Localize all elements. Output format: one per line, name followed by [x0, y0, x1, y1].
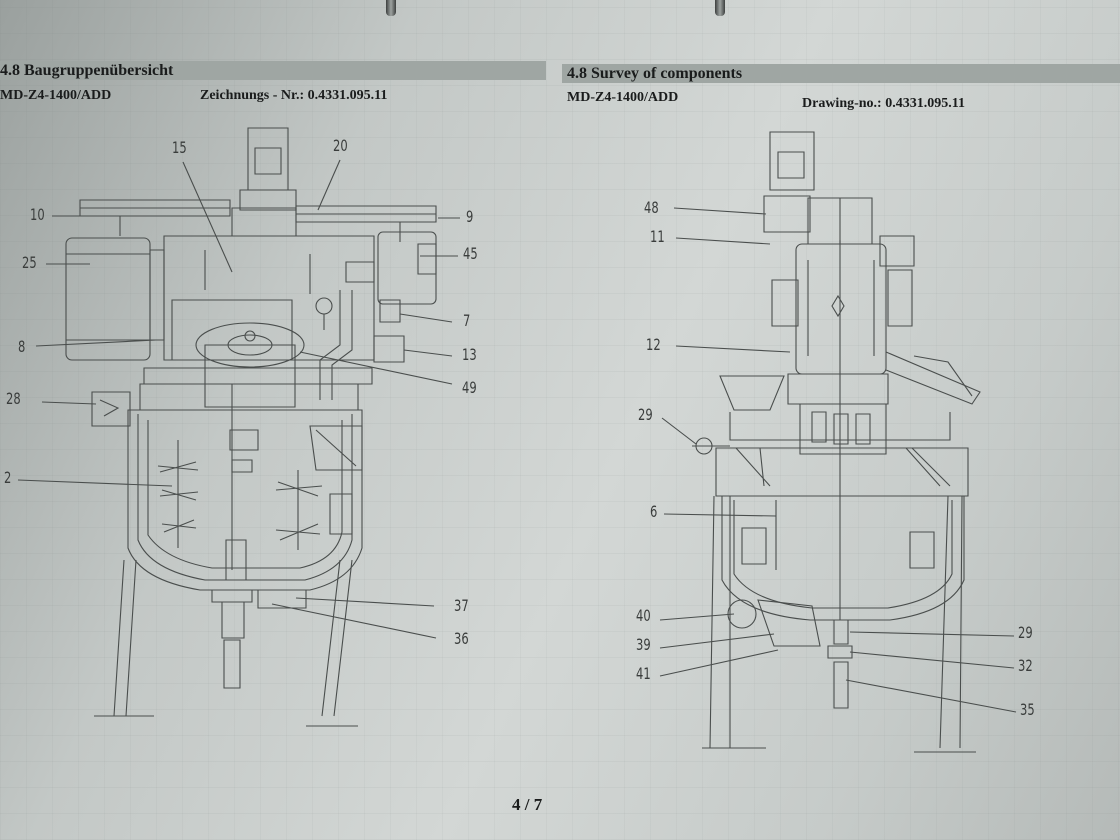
callout-25: 25	[22, 253, 37, 272]
callout-35: 35	[1020, 700, 1035, 719]
left-model: MD-Z4-1400/ADD	[0, 88, 112, 103]
callout-29-upper: 29	[638, 405, 653, 424]
callout-11: 11	[650, 227, 665, 246]
front-view-drawing	[18, 128, 460, 726]
binder-ring-right	[715, 0, 725, 16]
callout-28: 28	[6, 389, 21, 408]
right-header-bar	[562, 64, 1120, 83]
callout-13: 13	[462, 345, 477, 364]
callout-8: 8	[18, 337, 26, 356]
callout-41: 41	[636, 664, 651, 683]
callout-7: 7	[463, 311, 471, 330]
callout-37: 37	[454, 596, 469, 615]
callout-20: 20	[333, 136, 348, 155]
left-drawing-no: Zeichnungs - Nr.: 0.4331.095.11	[200, 88, 388, 103]
callout-2: 2	[4, 468, 12, 487]
callout-12: 12	[646, 335, 661, 354]
callout-9: 9	[466, 207, 474, 226]
callout-39: 39	[636, 635, 651, 654]
side-view-drawing	[660, 132, 1016, 752]
callout-29-lower: 29	[1018, 623, 1033, 642]
left-header-bar	[0, 61, 546, 80]
right-drawing-no: Drawing-no.: 0.4331.095.11	[802, 96, 965, 111]
callout-10: 10	[30, 205, 45, 224]
callout-48: 48	[644, 198, 659, 217]
callout-36: 36	[454, 629, 469, 648]
right-section-title: 4.8 Survey of components	[567, 65, 743, 82]
left-section-title: 4.8 Baugruppenübersicht	[0, 62, 174, 79]
callout-49: 49	[462, 378, 477, 397]
page-number: 4 / 7	[512, 795, 543, 814]
callout-45: 45	[463, 244, 478, 263]
binder-ring-left	[386, 0, 396, 16]
callout-32: 32	[1018, 656, 1033, 675]
callout-40: 40	[636, 606, 651, 625]
callout-15: 15	[172, 138, 187, 157]
callout-6: 6	[650, 502, 658, 521]
right-model: MD-Z4-1400/ADD	[567, 90, 679, 105]
